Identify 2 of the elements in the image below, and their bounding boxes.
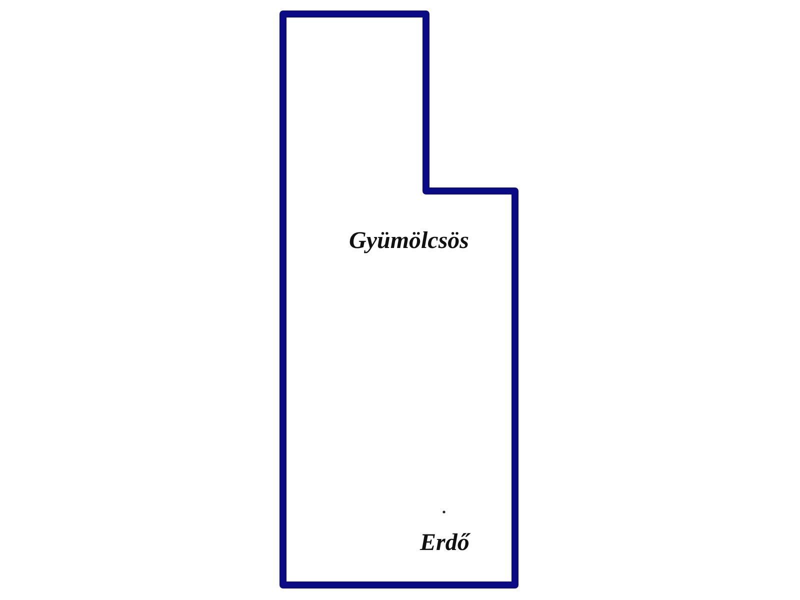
area-label: Erdő xyxy=(420,531,470,555)
area-label: Gyümölcsös xyxy=(349,229,469,253)
